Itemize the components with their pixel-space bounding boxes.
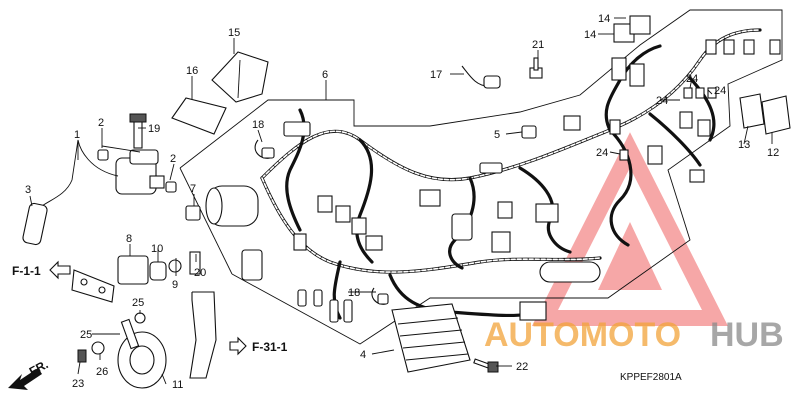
callout-24-b: 24	[714, 85, 726, 97]
bolt-19	[129, 113, 147, 149]
ref-label-f-1-1: F-1-1	[12, 264, 41, 278]
callout-23: 23	[72, 378, 84, 390]
callout-24-d: 24	[596, 147, 608, 159]
ecm-unit-15	[211, 51, 269, 103]
bolt-21	[529, 57, 543, 79]
callout-6: 6	[322, 69, 328, 81]
front-arrow-icon	[8, 368, 42, 390]
leader-lines	[29, 17, 773, 385]
relay-and-bolts-lower-left	[117, 251, 201, 285]
ignition-coil	[41, 139, 165, 207]
clips-2	[97, 149, 177, 193]
callout-24-c: 24	[656, 95, 668, 107]
callout-24-a: 24	[686, 73, 698, 85]
clamp-17	[461, 65, 501, 89]
callout-2-top: 2	[98, 117, 104, 129]
ecm-cover-16	[171, 97, 227, 135]
callout-18-bottom: 18	[348, 287, 360, 299]
watermark-triangle-logo	[531, 132, 729, 326]
fuse-box-and-relays-right	[613, 15, 791, 161]
front-direction: FR.	[8, 357, 50, 390]
callout-18-top: 18	[252, 119, 264, 131]
clip-18-top	[254, 139, 275, 159]
regulator-rectifier-4	[391, 303, 471, 373]
ref-label-f-31-1: F-31-1	[252, 340, 288, 354]
watermark-text: AUTOMOTO HUB	[484, 316, 784, 354]
callout-3: 3	[25, 184, 31, 196]
harness-enclosure-outline	[179, 9, 783, 345]
callout-17: 17	[430, 69, 442, 81]
callout-7: 7	[190, 183, 196, 195]
callout-19: 19	[148, 123, 160, 135]
watermark-word-hub: HUB	[710, 316, 784, 354]
callout-12: 12	[767, 147, 779, 159]
callout-13: 13	[738, 139, 750, 151]
connector-7	[185, 205, 201, 221]
callout-21: 21	[532, 39, 544, 51]
ref-f-31-1: F-31-1	[229, 336, 288, 356]
callout-5: 5	[494, 129, 500, 141]
callout-26: 26	[96, 366, 108, 378]
callout-8: 8	[126, 233, 132, 245]
callout-25-top: 25	[132, 297, 144, 309]
callout-14-second: 14	[584, 29, 596, 41]
arrow-left-icon	[49, 260, 71, 280]
clip-5	[521, 125, 537, 139]
callout-labels: 1 2 2 3 4 5 6 7 8 9 10 11 12 13 14 14 15…	[25, 13, 779, 391]
callout-25-left: 25	[80, 329, 92, 341]
bracket-f-1-1	[71, 269, 115, 303]
callout-16: 16	[186, 65, 198, 77]
horn-bracket	[189, 291, 217, 379]
diagram-code: KPPEF2801A	[620, 372, 682, 383]
callout-14-top: 14	[598, 13, 610, 25]
ref-f-1-1: F-1-1	[12, 260, 71, 280]
clip-18-bottom	[371, 287, 389, 305]
callout-10: 10	[151, 243, 163, 255]
bolt-22	[473, 358, 499, 373]
watermark-word-automoto: AUTOMOTO	[484, 316, 681, 354]
callout-2-right: 2	[170, 153, 176, 165]
callout-11: 11	[172, 379, 183, 391]
callout-9: 9	[172, 279, 178, 291]
callout-1: 1	[74, 129, 80, 141]
harness-connectors	[205, 39, 781, 323]
callout-20: 20	[194, 267, 206, 279]
horn	[77, 312, 167, 389]
callout-22: 22	[516, 361, 528, 373]
spark-plug-cap	[22, 202, 48, 246]
arrow-right-icon	[229, 336, 247, 356]
callout-4: 4	[360, 349, 366, 361]
callout-15: 15	[228, 27, 240, 39]
